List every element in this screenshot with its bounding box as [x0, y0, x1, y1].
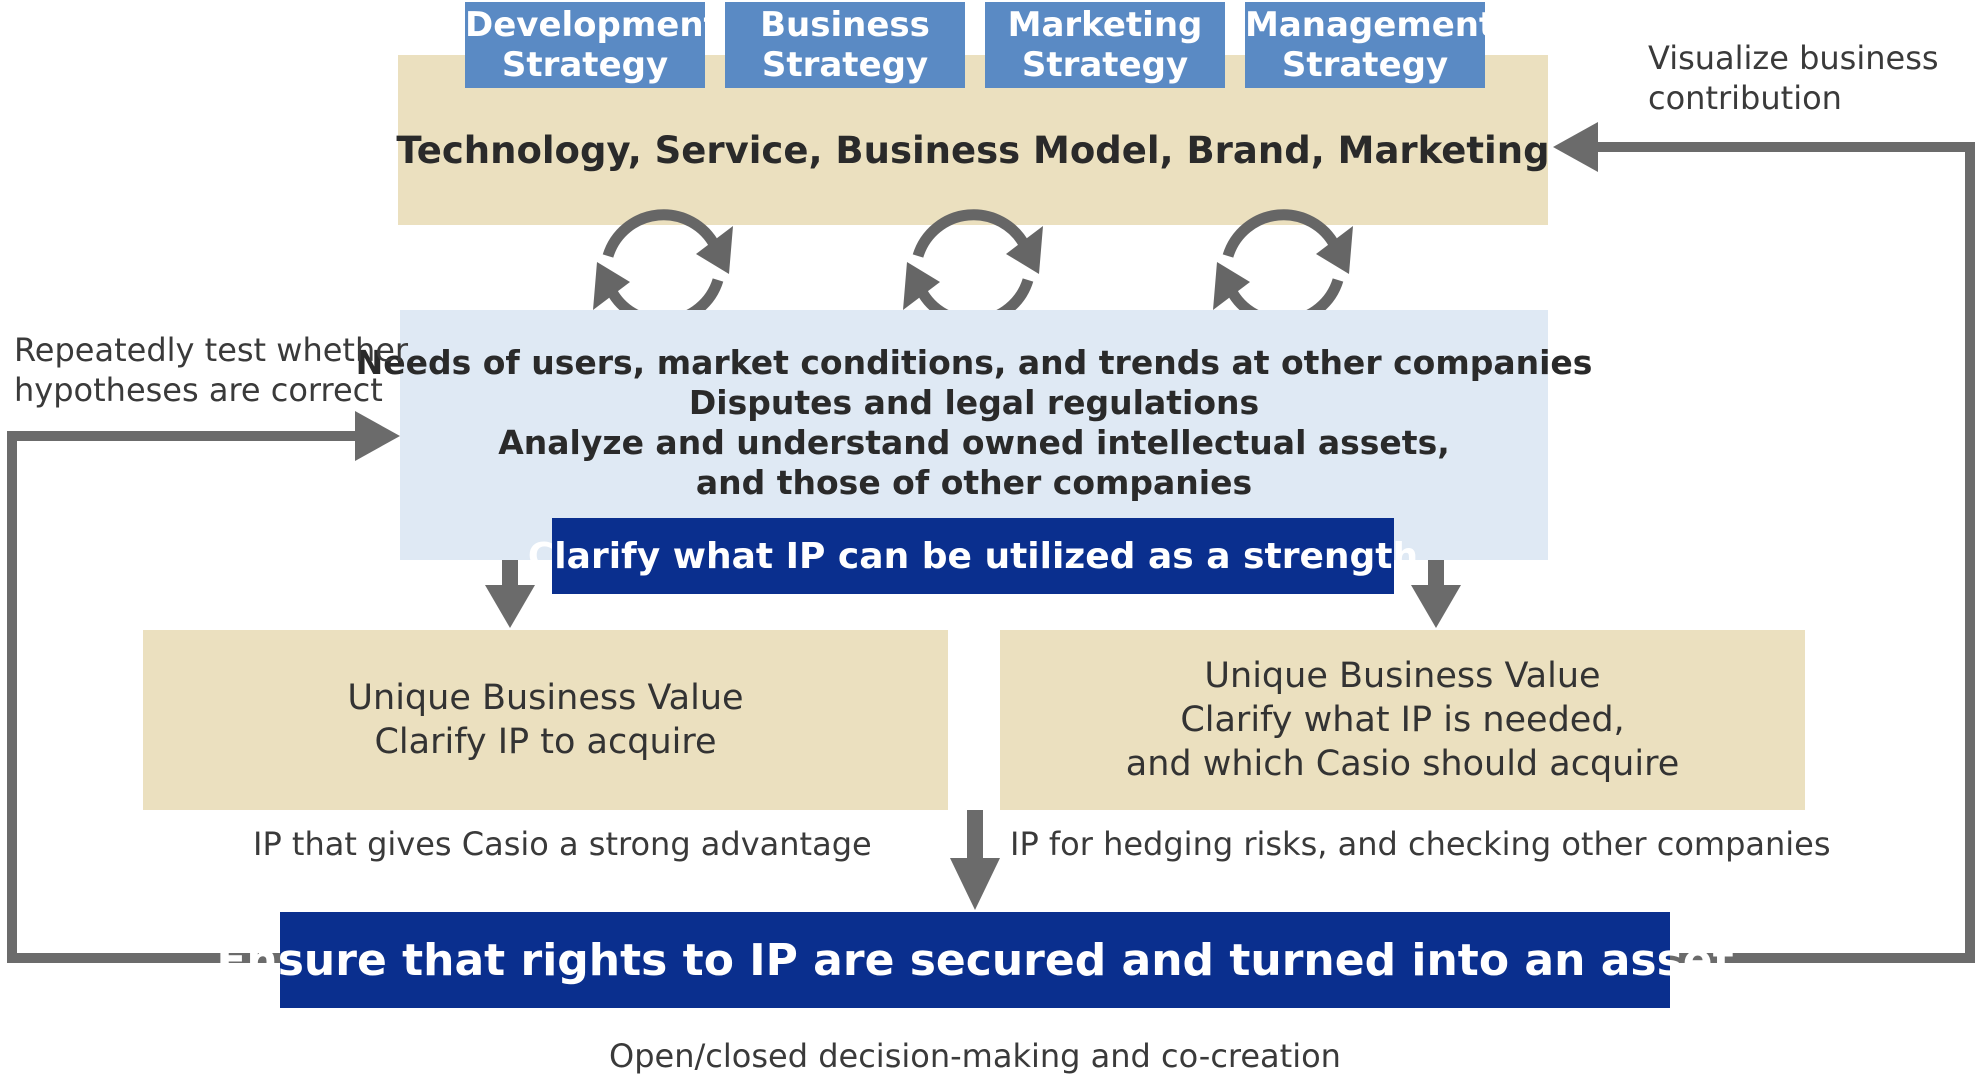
tab-line: Strategy — [1021, 45, 1189, 85]
left-value-line: Clarify IP to acquire — [374, 722, 717, 762]
tab-line: Development — [465, 5, 720, 45]
tab-marketing-strategy: Marketing Strategy — [985, 2, 1225, 88]
left-caption: IP that gives Casio a strong advantage — [253, 825, 872, 863]
analysis-line: and those of other companies — [695, 462, 1253, 502]
tab-line: Marketing — [1007, 5, 1203, 45]
left-loop-arrowhead — [355, 411, 400, 461]
strength-label: Clarify what IP can be utilized as a str… — [528, 518, 1418, 594]
cycle-arrows-icon — [903, 209, 1043, 327]
bottom-caption: Open/closed decision-making and co-creat… — [0, 1036, 1950, 1076]
tab-line: Strategy — [501, 45, 669, 85]
right-caption: IP for hedging risks, and checking other… — [1010, 825, 1831, 863]
tab-management-strategy: Management Strategy — [1245, 2, 1496, 88]
final-box-text: Ensure that rights to IP are secured and… — [216, 934, 1734, 986]
bottom-caption-text: Open/closed decision-making and co-creat… — [609, 1037, 1341, 1075]
tab-line: Strategy — [761, 45, 929, 85]
left-value-line: Unique Business Value — [347, 678, 744, 718]
right-loop-line: Visualize business — [1648, 39, 1939, 77]
right-loop-line: contribution — [1648, 79, 1842, 117]
analysis-line: Needs of users, market conditions, and t… — [355, 342, 1593, 382]
tab-development-strategy: Development Strategy — [465, 2, 720, 88]
right-loop-label: Visualize business contribution — [1648, 38, 1939, 118]
right-loop-arrow — [1585, 142, 1975, 963]
final-box: Ensure that rights to IP are secured and… — [216, 912, 1734, 1008]
down-arrow-icon — [485, 560, 535, 628]
left-loop-label: Repeatedly test whether hypotheses are c… — [14, 330, 408, 410]
left-loop-arrow — [7, 431, 362, 963]
tab-business-strategy: Business Strategy — [725, 2, 965, 88]
down-arrow-icon — [950, 810, 1000, 910]
cycle-arrows-icon — [593, 209, 733, 327]
tab-line: Business — [760, 5, 930, 45]
right-value-box: Unique Business Value Clarify what IP is… — [1000, 630, 1805, 810]
top-box-text: Technology, Service, Business Model, Bra… — [396, 128, 1550, 172]
strength-label-text: Clarify what IP can be utilized as a str… — [527, 535, 1419, 577]
left-value-box: Unique Business Value Clarify IP to acqu… — [143, 630, 948, 810]
right-loop-arrowhead — [1553, 122, 1598, 172]
right-value-line: and which Casio should acquire — [1125, 744, 1680, 784]
analysis-line: Disputes and legal regulations — [688, 382, 1260, 422]
top-box-text-wrap: Technology, Service, Business Model, Bra… — [396, 110, 1550, 190]
down-arrow-icon — [1411, 560, 1461, 628]
analysis-box-text: Needs of users, market conditions, and t… — [356, 340, 1593, 505]
left-loop-line: Repeatedly test whether — [14, 331, 409, 369]
right-value-line: Clarify what IP is needed, — [1180, 700, 1625, 740]
analysis-line: Analyze and understand owned intellectua… — [498, 422, 1450, 462]
right-value-line: Unique Business Value — [1204, 656, 1601, 696]
tab-line: Management — [1245, 5, 1496, 45]
tab-line: Strategy — [1281, 45, 1449, 85]
left-loop-line: hypotheses are correct — [14, 371, 383, 409]
cycle-arrows-icon — [1213, 209, 1353, 327]
